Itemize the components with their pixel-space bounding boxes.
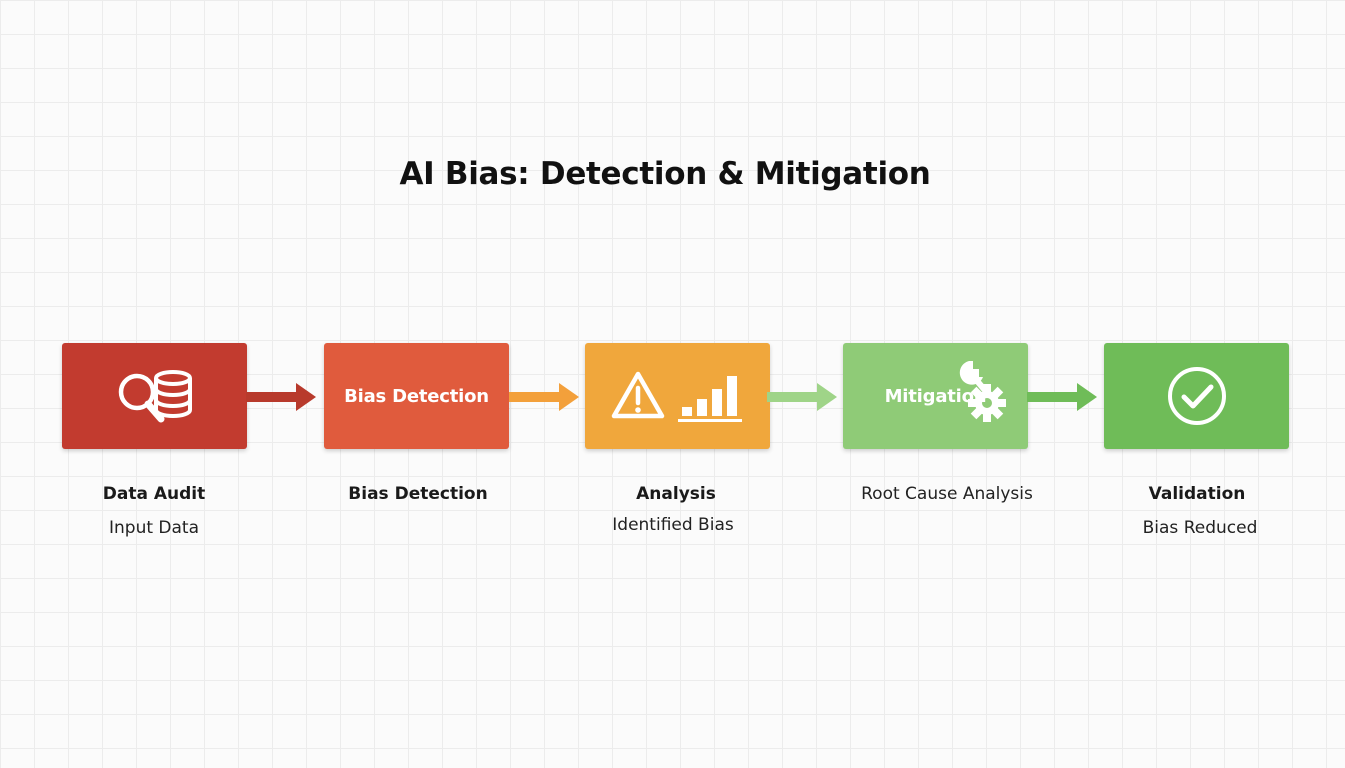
flow-arrow-1 bbox=[246, 383, 316, 411]
step-label-analysis: Analysis bbox=[636, 484, 716, 504]
step-label-bias-detection: Bias Detection bbox=[348, 484, 488, 504]
flow-arrow-2 bbox=[509, 383, 579, 411]
flow-arrow-4 bbox=[1027, 383, 1097, 411]
magnifier-database-icon bbox=[118, 370, 192, 423]
warning-bar-chart-icon bbox=[611, 371, 742, 422]
step-box-data-audit bbox=[62, 343, 247, 449]
step-sublabel-input-data: Input Data bbox=[108, 518, 199, 538]
step-box-analysis bbox=[585, 343, 770, 449]
step-sublabel-root-cause-analysis: Root Cause Analysis bbox=[861, 484, 1033, 504]
step-box-text-mitigation: Mitigation bbox=[884, 385, 987, 407]
step-label-validation: Validation bbox=[1148, 484, 1246, 504]
checkmark-circle-icon bbox=[1167, 367, 1226, 425]
step-box-text-bias-detection: Bias Detection bbox=[344, 385, 489, 407]
diagram-title: AI Bias: Detection & Mitigation bbox=[399, 156, 931, 192]
step-box-mitigation: Mitigation bbox=[843, 343, 1028, 449]
step-sublabel-bias-reduced: Bias Reduced bbox=[1142, 518, 1258, 538]
step-box-bias-detection: Bias Detection bbox=[324, 343, 509, 449]
step-label-data-audit: Data Audit bbox=[102, 484, 206, 504]
step-box-validation bbox=[1104, 343, 1289, 449]
flow-arrow-3 bbox=[767, 383, 837, 411]
step-sublabel-identified-bias: Identified Bias bbox=[612, 515, 734, 535]
wrench-gear-icon bbox=[959, 361, 1006, 422]
